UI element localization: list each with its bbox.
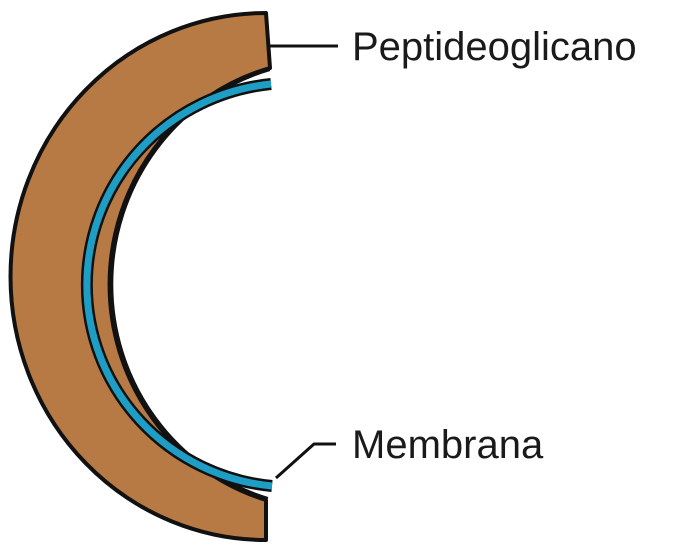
membrane-leader-line: [276, 444, 336, 478]
peptidoglycan-label: Peptideoglicano: [352, 25, 637, 69]
membrane-label: Membrana: [352, 423, 544, 467]
